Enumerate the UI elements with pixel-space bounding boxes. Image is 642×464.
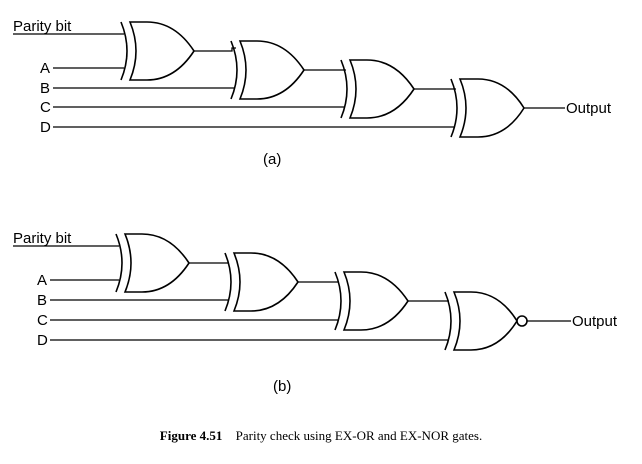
circuit-b: Parity bit A B C D: [13, 230, 618, 395]
diagram-b-label: (b): [273, 378, 291, 395]
figure-caption-text: Parity check using EX-OR and EX-NOR gate…: [235, 428, 483, 443]
input-d-label-a: D: [40, 119, 51, 136]
xor-gate-4-a: [450, 78, 525, 138]
output-label-b: Output: [572, 313, 618, 330]
xor-gate-2-b: [224, 252, 299, 312]
input-b-label-a: B: [40, 80, 50, 97]
xor-gate-2-a: [230, 40, 305, 100]
diagram-a-label: (a): [263, 151, 281, 168]
output-label-a: Output: [566, 100, 612, 117]
input-a-label-a: A: [40, 60, 50, 77]
input-b-label-b: B: [37, 292, 47, 309]
xnor-gate-4-b: [444, 291, 528, 351]
input-parity-bit-label-b: Parity bit: [13, 230, 72, 247]
parity-check-circuits: Parity bit A B C D: [13, 18, 618, 395]
xor-gate-1-b: [115, 233, 190, 293]
inversion-bubble: [516, 315, 528, 327]
figure-number: Figure 4.51: [159, 428, 223, 443]
xor-gate-1-a: [120, 21, 195, 81]
input-c-label-a: C: [40, 99, 51, 116]
figure-caption: Figure 4.51 Parity check using EX-OR and…: [0, 428, 642, 444]
wire-g1-g2-a: [194, 47, 236, 52]
xor-gate-3-a: [340, 59, 415, 119]
input-d-label-b: D: [37, 332, 48, 349]
circuit-a: Parity bit A B C D: [13, 18, 612, 168]
input-c-label-b: C: [37, 312, 48, 329]
input-parity-bit-label-a: Parity bit: [13, 18, 72, 35]
input-a-label-b: A: [37, 272, 47, 289]
xor-gate-3-b: [334, 271, 409, 331]
